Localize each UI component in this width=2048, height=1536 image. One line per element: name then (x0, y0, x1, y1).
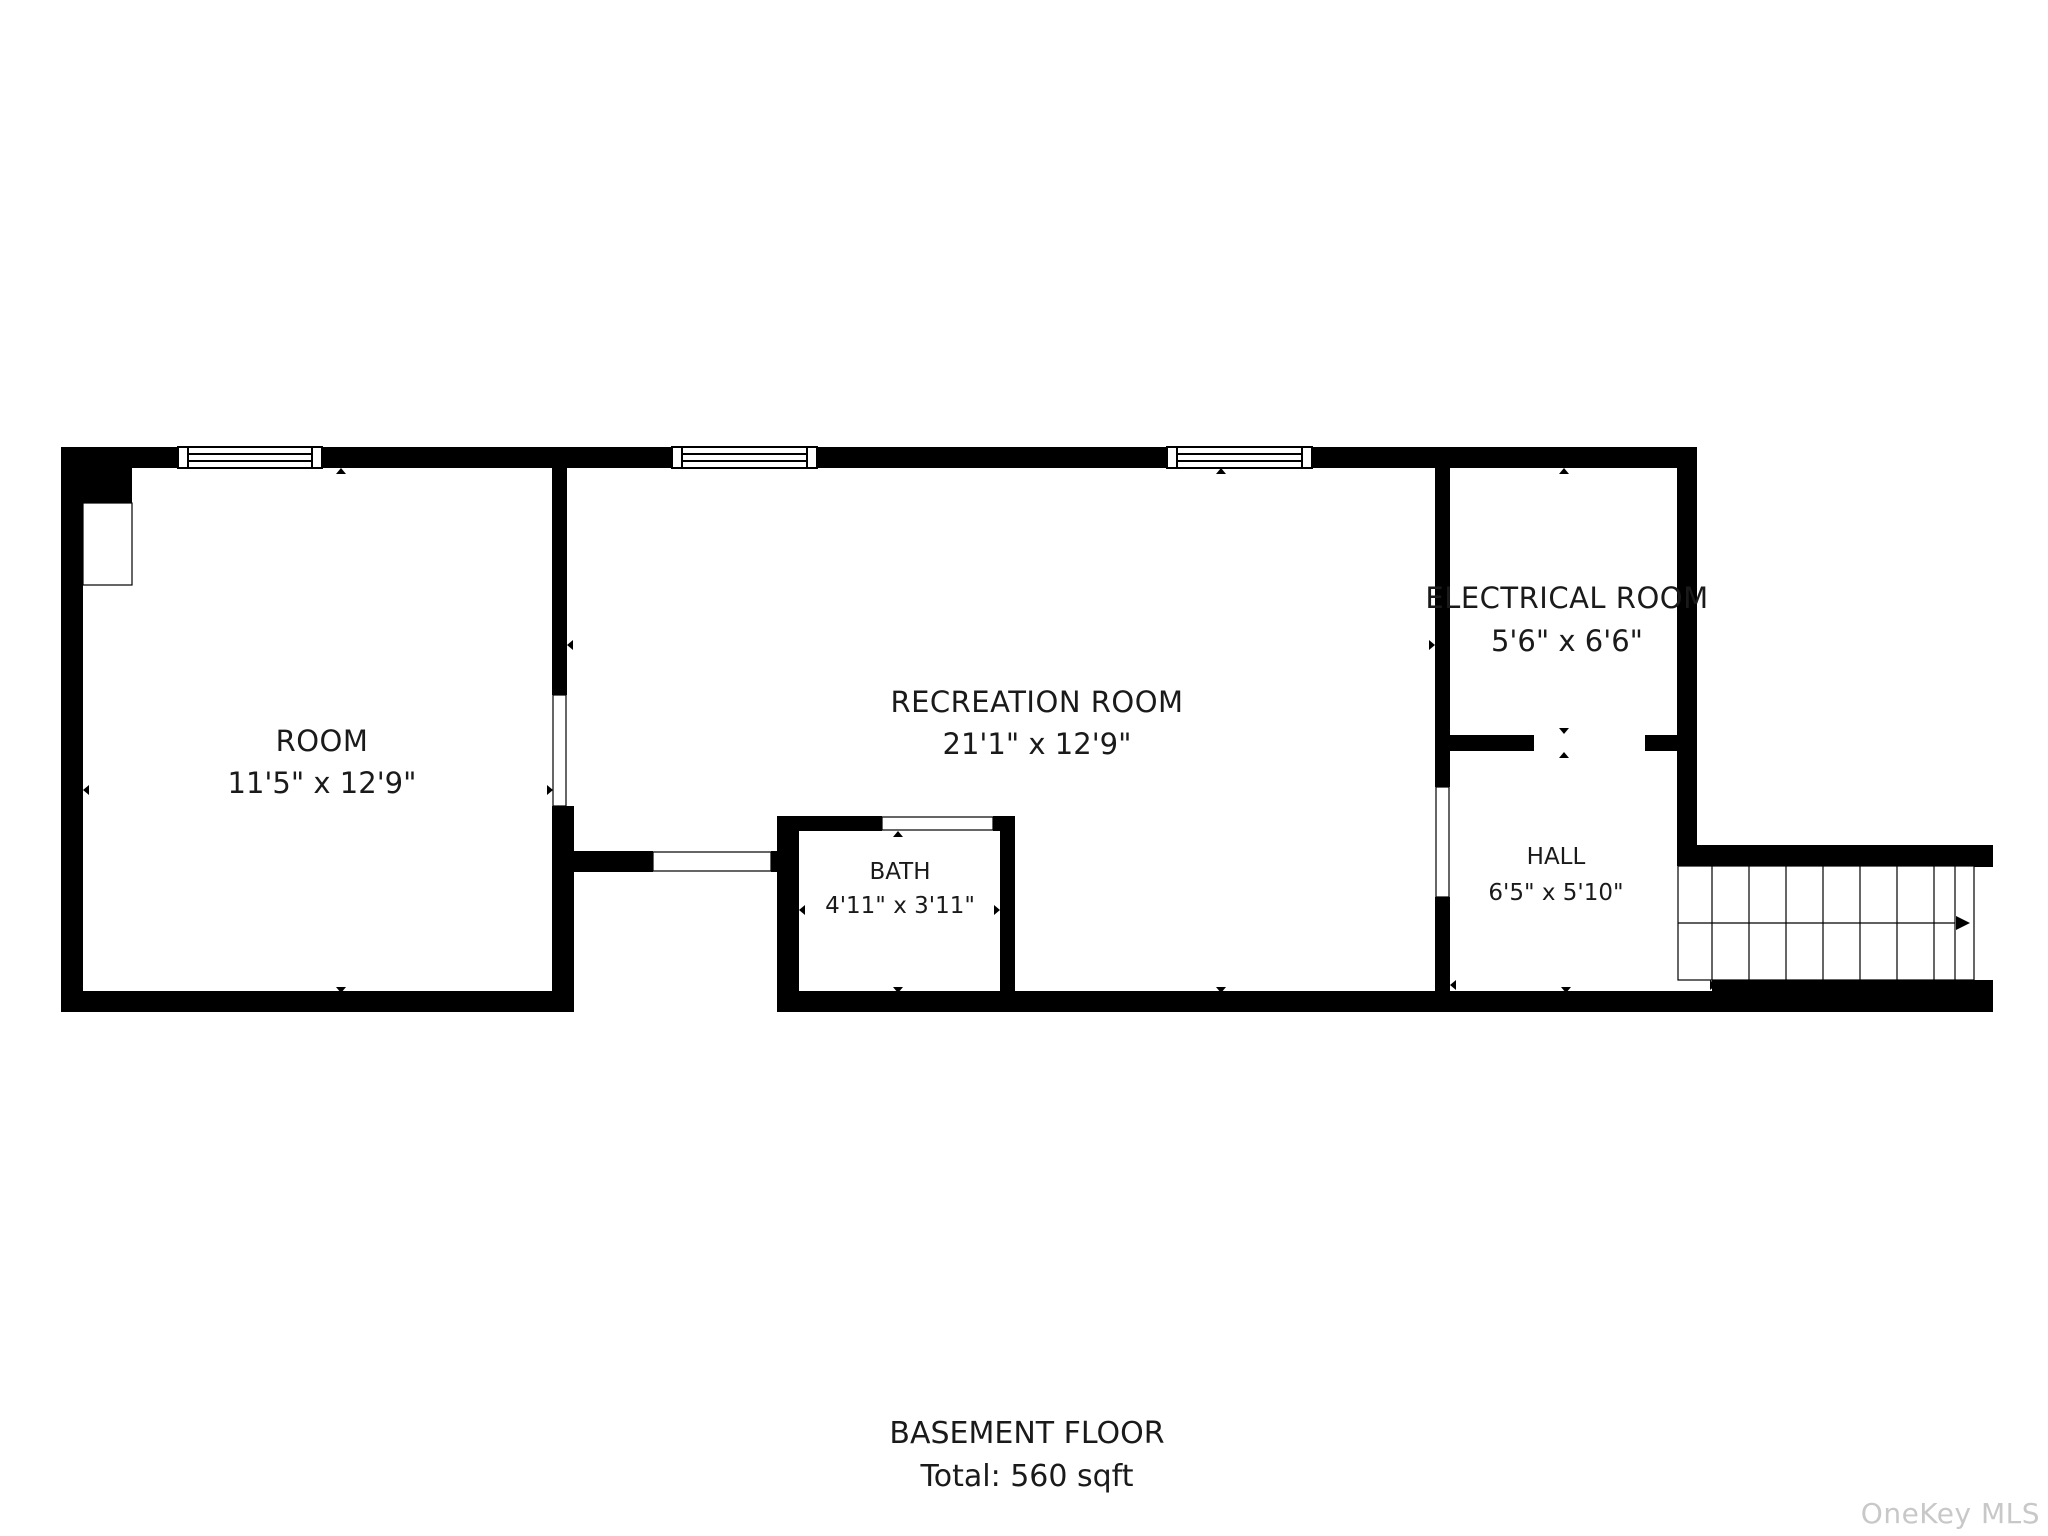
window-room (177, 446, 323, 469)
room-name-bath: BATH (869, 859, 930, 885)
window-recreation-right (1166, 446, 1313, 469)
dimension-markers (83, 468, 1716, 993)
room-name-electrical: ELECTRICAL ROOM (1425, 581, 1708, 615)
window-recreation-left (671, 446, 818, 469)
interior-walls (552, 465, 1679, 1012)
room-name-hall: HALL (1527, 844, 1586, 870)
room-name-room: ROOM (276, 724, 369, 758)
room-dims-recreation: 21'1" x 12'9" (943, 727, 1132, 761)
opening-recreation-hall (1435, 786, 1450, 898)
floor-name: BASEMENT FLOOR (889, 1416, 1164, 1451)
room-dims-electrical: 5'6" x 6'6" (1491, 624, 1643, 658)
room-dims-room: 11'5" x 12'9" (228, 766, 417, 800)
stairs (1677, 865, 1975, 981)
room-dims-hall: 6'5" x 5'10" (1488, 880, 1623, 906)
opening-bath-door (881, 816, 994, 831)
opening-room-recreation (552, 694, 567, 807)
room-dims-bath: 4'11" x 3'11" (825, 893, 975, 919)
floor-total: Total: 560 sqft (920, 1459, 1134, 1494)
closet (82, 502, 133, 586)
exterior-walls (61, 447, 1993, 1012)
watermark: OneKey MLS (1860, 1497, 2040, 1530)
openings (82, 502, 1450, 898)
opening-to-bath-corridor (652, 851, 772, 872)
stair-direction-arrow-icon (1956, 916, 1970, 930)
windows (177, 446, 1313, 469)
room-name-recreation: RECREATION ROOM (890, 685, 1183, 719)
